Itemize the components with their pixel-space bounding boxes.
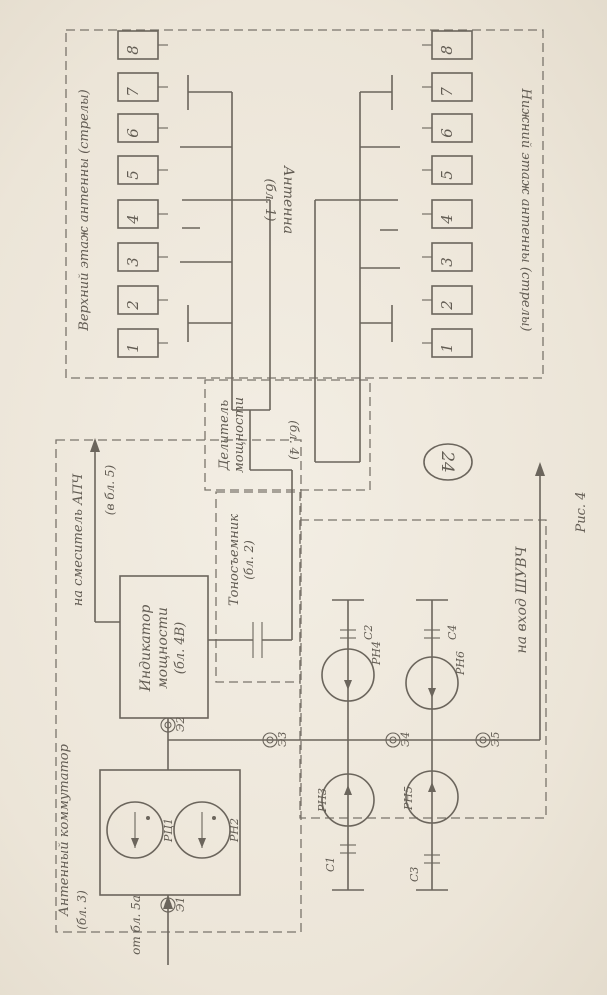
upper-element-label-3: 3 xyxy=(124,257,142,267)
lower-floor-label: Нижний этаж антенны (стрелы) xyxy=(518,87,533,331)
lower-element-label-7: 7 xyxy=(438,87,456,97)
lower-feed-network xyxy=(314,75,400,463)
to-mixer-block-label: (в бл. 5) xyxy=(103,464,117,515)
tone-emitter-label: Тоносъемник xyxy=(227,514,242,606)
connector-label-e3: Э3 xyxy=(276,732,289,747)
connector-e1 xyxy=(160,897,176,913)
lower-element-label-2: 2 xyxy=(438,300,456,311)
figure-caption: Рис. 4 xyxy=(574,492,589,534)
power-divider-block-outline xyxy=(204,379,371,491)
to-mixer-label: на смеситель АПЧ xyxy=(71,473,86,607)
upper-floor-label: Верхний этаж антенны (стрелы) xyxy=(77,89,92,331)
lower-element-label-3: 3 xyxy=(438,257,456,267)
antenna-switch-block-label: (бл. 3) xyxy=(75,890,89,930)
antenna-label: Антенна xyxy=(280,165,296,234)
chain-rn3-rn4 xyxy=(321,599,375,891)
power-divider-label-2: мощности xyxy=(232,397,247,473)
upper-element-label-5: 5 xyxy=(124,170,142,180)
connector-label-e2: Э2 xyxy=(174,717,187,732)
upper-element-label-2: 2 xyxy=(124,300,142,311)
circulator-box-rc1-rn2 xyxy=(99,769,241,896)
divider-connections xyxy=(208,410,293,658)
power-indicator-block-label: (бл. 4В) xyxy=(173,622,188,674)
power-indicator-label-2: мощности xyxy=(155,607,171,689)
upper-feed-network xyxy=(180,75,271,411)
circulator-label-rc1: РЦ1 xyxy=(162,818,175,843)
lower-element-label-5: 5 xyxy=(438,170,456,180)
antenna-switch-label: Антенный коммутатор xyxy=(57,743,72,917)
main-trunk xyxy=(163,462,545,965)
lower-element-label-6: 6 xyxy=(438,128,456,138)
from-block-label: от бл. 5а xyxy=(129,895,143,955)
upper-antenna-elements: 1 2 3 4 5 6 7 8 xyxy=(117,30,168,358)
upper-element-label-4: 4 xyxy=(124,214,142,225)
connector-e2 xyxy=(160,717,176,733)
antenna-block-outline xyxy=(65,29,544,379)
circulator-rn2 xyxy=(173,801,231,859)
antenna-switch-block-outline xyxy=(55,439,302,933)
capacitor-label-c4: С4 xyxy=(446,625,459,640)
lower-element-label-8: 8 xyxy=(438,45,456,55)
power-indicator-box xyxy=(119,575,209,719)
upper-element-label-6: 6 xyxy=(124,128,142,138)
capacitor-label-c3: С3 xyxy=(408,867,421,882)
capacitor-label-c1: С1 xyxy=(324,857,337,872)
to-mixer-arrow xyxy=(90,438,120,623)
to-input-label: на вход ШУВЧ xyxy=(514,545,530,653)
connector-e4 xyxy=(385,732,401,748)
circulator-label-rn2: РН2 xyxy=(228,818,241,843)
circulator-label-rn6: РН6 xyxy=(454,651,467,676)
power-divider-label-1: Делитель xyxy=(217,400,232,471)
page-number-circle xyxy=(423,443,473,481)
upper-element-label-1: 1 xyxy=(124,343,142,353)
antenna-block-label: (бл. 1) xyxy=(262,179,277,222)
power-indicator-label-1: Индикатор xyxy=(138,605,154,693)
tone-emitter-block-label: (бл. 2) xyxy=(242,540,256,580)
lower-element-label-1: 1 xyxy=(438,343,456,353)
connector-e3 xyxy=(262,732,278,748)
circulator-label-rn3: РН3 xyxy=(316,788,329,813)
upper-element-label-7: 7 xyxy=(124,87,142,97)
power-divider-block-label: (бл. 4) xyxy=(287,420,301,460)
page-number: 24 xyxy=(437,450,457,473)
upper-element-label-8: 8 xyxy=(124,45,142,55)
circulator-label-rn4: РН4 xyxy=(370,641,383,666)
connector-label-e1: Э1 xyxy=(174,897,187,912)
lower-antenna-elements: 1 2 3 4 5 6 7 8 xyxy=(422,30,473,358)
connector-label-e5: Э5 xyxy=(489,732,502,747)
capacitor-label-c2: С2 xyxy=(362,625,375,640)
connector-label-e4: Э4 xyxy=(399,732,412,747)
lower-element-label-4: 4 xyxy=(438,214,456,225)
connector-e5 xyxy=(475,732,491,748)
circulator-label-rn5: РН5 xyxy=(402,786,415,811)
chain-rn5-rn6 xyxy=(405,599,459,891)
circulator-rc1 xyxy=(106,801,164,859)
tone-emitter-block-outline xyxy=(215,491,301,683)
